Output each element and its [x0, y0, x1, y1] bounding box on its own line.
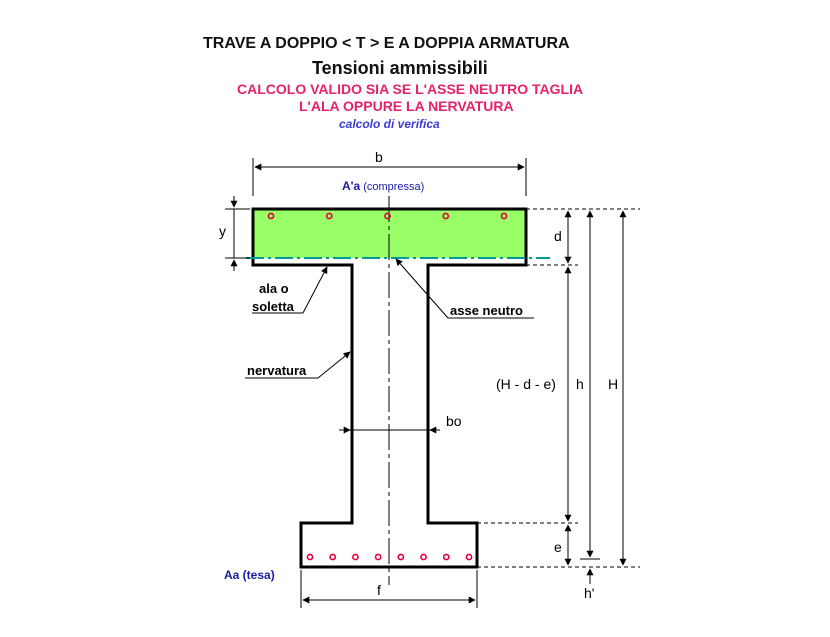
rebar	[329, 553, 337, 561]
label-nervatura: nervatura	[247, 363, 307, 378]
label-f: f	[377, 582, 381, 598]
validity-note-line-1: CALCOLO VALIDO SIA SE L'ASSE NEUTRO TAGL…	[237, 81, 584, 97]
label-h: h	[576, 376, 584, 392]
rebar	[374, 553, 382, 561]
label-H: H	[608, 376, 618, 392]
label-asse-neutro: asse neutro	[450, 303, 523, 318]
diagram-subtitle: Tensioni ammissibili	[312, 58, 488, 78]
diagram-title: TRAVE A DOPPIO < T > E A DOPPIA ARMATURA	[203, 35, 570, 52]
top-rebars	[267, 212, 508, 220]
label-tensile-steel: Aa (tesa)	[224, 568, 275, 582]
label-compressed-steel: A'a(compressa)	[342, 179, 424, 193]
rebar	[420, 553, 427, 561]
label-ala-line-1: ala o	[259, 281, 289, 296]
leader-asse-neutro	[395, 258, 449, 319]
rebar	[384, 212, 391, 220]
label-b: b	[375, 149, 383, 165]
rebar	[465, 553, 473, 561]
label-y: y	[219, 223, 226, 239]
rebar	[500, 212, 508, 220]
calculation-mode-label: calcolo di verifica	[339, 117, 440, 131]
label-h-prime: h'	[584, 585, 594, 601]
leader-ala	[302, 266, 328, 314]
label-e: e	[554, 539, 562, 555]
bottom-rebars	[306, 553, 473, 561]
rebar	[267, 212, 275, 220]
validity-note-line-2: L'ALA OPPURE LA NERVATURA	[299, 98, 514, 114]
label-ala-line-2: soletta	[252, 299, 295, 314]
rebar	[352, 553, 359, 561]
rebar	[442, 212, 450, 220]
rebar	[325, 212, 333, 220]
rebar	[306, 553, 314, 561]
label-h-d-e: (H - d - e)	[496, 376, 556, 392]
label-d: d	[554, 228, 562, 244]
label-bo: bo	[446, 413, 462, 429]
rebar	[442, 553, 450, 561]
rebar	[397, 553, 405, 561]
leader-nervatura	[317, 351, 351, 379]
